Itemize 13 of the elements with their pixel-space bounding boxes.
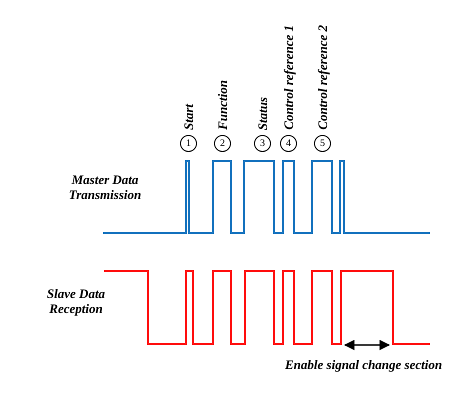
callout-number: 5 xyxy=(314,135,331,152)
callout-number: 4 xyxy=(280,135,297,152)
signal-label: Master Data Transmission xyxy=(68,172,142,202)
field-label: Start xyxy=(181,104,196,130)
callout-number: 2 xyxy=(214,135,231,152)
callout-number: 3 xyxy=(254,135,271,152)
field-label: Status xyxy=(255,96,270,130)
field-label: Function xyxy=(215,80,230,130)
signal-label: Slave Data Reception xyxy=(46,286,106,316)
field-label: Control reference 1 xyxy=(281,25,296,130)
field-label: Control reference 2 xyxy=(315,25,330,130)
section-label: Enable signal change section xyxy=(285,357,442,372)
callout-number: 1 xyxy=(180,135,197,152)
